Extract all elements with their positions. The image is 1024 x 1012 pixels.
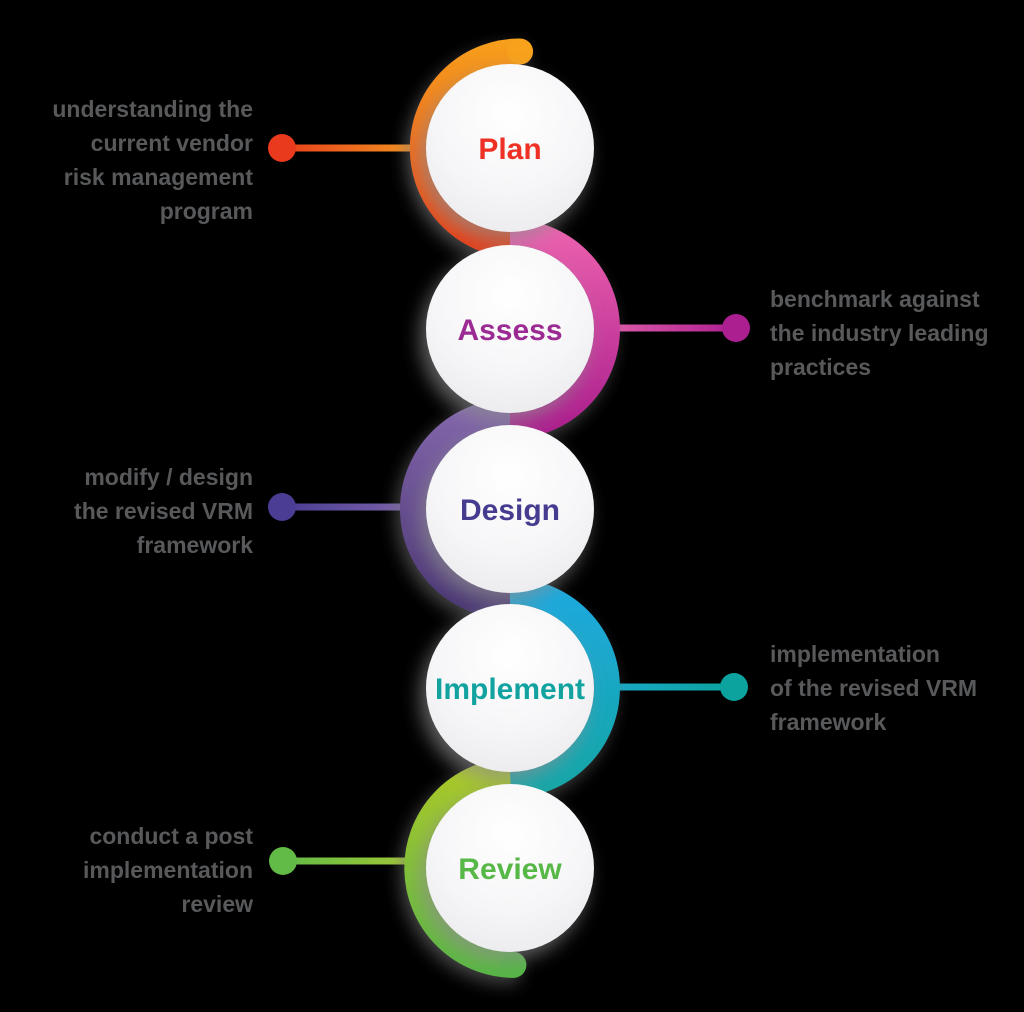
description-line: framework: [136, 532, 253, 558]
description-line: benchmark against: [770, 286, 980, 312]
design-description: modify / design the revised VRM framewor…: [0, 460, 253, 562]
assess-connector-dot: [722, 314, 750, 342]
review-connector-dot: [269, 847, 297, 875]
plan-description: understanding the current vendor risk ma…: [0, 92, 253, 228]
description-line: implementation: [770, 641, 940, 667]
implement-connector-dot: [720, 673, 748, 701]
review-label: Review: [458, 853, 562, 886]
description-line: modify / design: [84, 464, 253, 490]
plan-arc: [409, 38, 521, 258]
review-circle: [426, 784, 594, 952]
description-line: the industry leading: [770, 320, 989, 346]
plan-arc-start-cap: [507, 38, 534, 65]
design-arc: [400, 399, 511, 619]
design-connector-dot: [268, 493, 296, 521]
description-line: practices: [770, 354, 872, 380]
assess-description: benchmark against the industry leading p…: [770, 282, 1024, 384]
review-arc: [404, 758, 514, 978]
implement-description: implementation of the revised VRM framew…: [770, 637, 1024, 739]
implement-label: Implement: [435, 673, 585, 706]
rings: [400, 38, 620, 978]
description-line: implementation: [83, 857, 253, 883]
description-line: current vendor: [90, 130, 253, 156]
step-circles: [426, 64, 594, 952]
description-line: review: [181, 891, 253, 917]
implement-circle: [426, 604, 594, 772]
review-description: conduct a post implementation review: [0, 819, 253, 921]
description-line: understanding the: [52, 96, 253, 122]
description-line: conduct a post: [89, 823, 253, 849]
design-circle: [426, 425, 594, 593]
implement-arc: [509, 578, 620, 798]
design-label: Design: [460, 494, 560, 527]
plan-label: Plan: [478, 133, 541, 166]
description-line: of the revised VRM: [770, 675, 978, 701]
plan-circle: [426, 64, 594, 232]
step-labels: Plan Assess Design Implement Review: [435, 133, 585, 886]
assess-label: Assess: [457, 314, 562, 347]
plan-connector-dot: [268, 134, 296, 162]
description-line: framework: [770, 709, 887, 735]
review-arc-end-cap: [500, 951, 527, 978]
description-line: risk management: [63, 164, 253, 190]
description-line: the revised VRM: [74, 498, 253, 524]
description-line: program: [159, 198, 253, 224]
assess-circle: [426, 245, 594, 413]
connectors: [268, 134, 750, 875]
assess-arc: [509, 219, 620, 439]
